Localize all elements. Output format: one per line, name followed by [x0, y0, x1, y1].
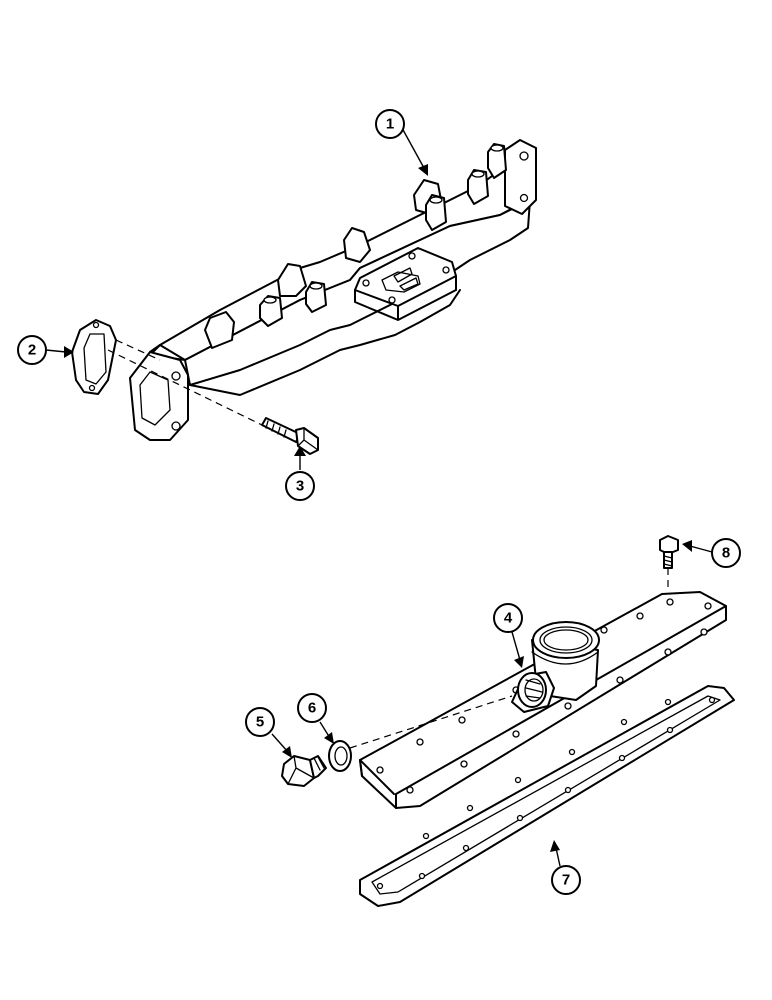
callout-label-1: 1: [386, 116, 394, 133]
callout-3: 3: [285, 471, 315, 501]
cover-bolt: [659, 535, 679, 569]
callout-5: 5: [245, 707, 275, 737]
manifold-gasket: [71, 319, 117, 395]
callout-1: 1: [375, 109, 405, 139]
callout-2: 2: [17, 335, 47, 365]
cover-gasket: [359, 685, 735, 907]
callout-8: 8: [711, 538, 741, 568]
callout-label-8: 8: [722, 545, 730, 562]
plug: [281, 755, 327, 787]
exhaust-manifold: [129, 139, 537, 441]
assembly-line-washer: [349, 695, 513, 749]
leader-lines: [45, 127, 713, 867]
callout-label-5: 5: [256, 714, 264, 731]
callout-label-4: 4: [504, 610, 513, 627]
callout-6: 6: [297, 693, 327, 723]
callout-7: 7: [551, 865, 581, 895]
sealing-washer: [328, 740, 352, 772]
callout-label-2: 2: [28, 342, 36, 359]
assembly-line-gasket: [115, 339, 161, 361]
callout-label-7: 7: [562, 872, 570, 889]
callout-4: 4: [493, 603, 523, 633]
manifold-bolt: [261, 417, 319, 455]
callout-label-3: 3: [296, 478, 304, 495]
cover-plate: [359, 591, 727, 809]
callout-label-6: 6: [308, 700, 316, 717]
assembly-line-bolt: [107, 349, 263, 426]
